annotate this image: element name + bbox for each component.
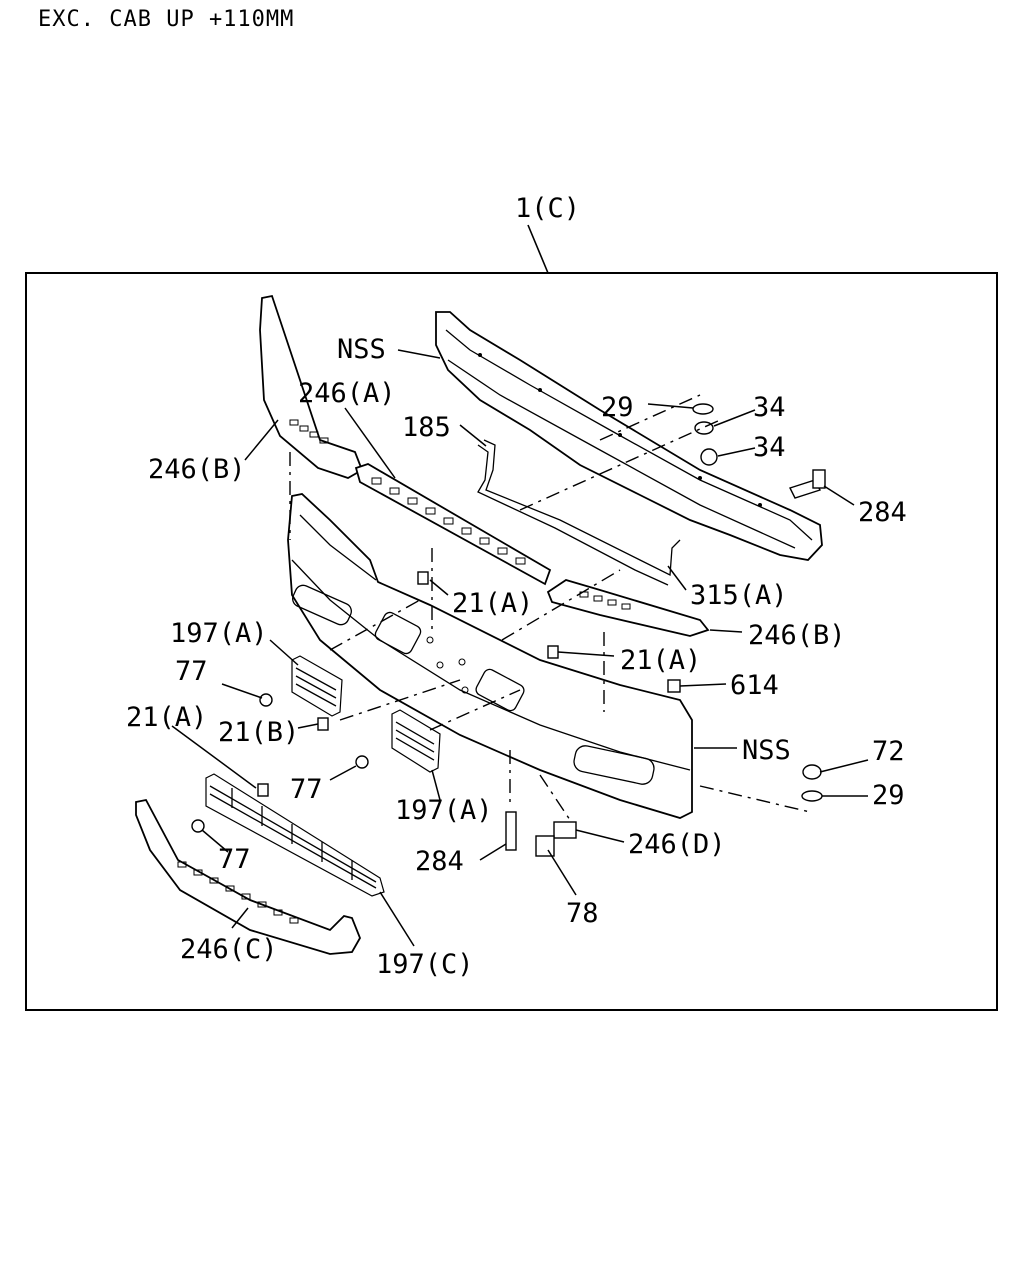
callout-185: 185 (402, 412, 451, 443)
callout-77-mid: 77 (290, 774, 323, 805)
callout-21a-center: 21(A) (452, 588, 533, 619)
callout-29-top: 29 (601, 392, 634, 423)
lower-spoiler-246c (135, 798, 361, 955)
screw-77-top (259, 693, 273, 707)
lower-grille-197c (205, 773, 385, 897)
callout-315a: 315(A) (690, 580, 788, 611)
callout-77-low: 77 (218, 844, 251, 875)
callout-246a: 246(A) (298, 378, 396, 409)
nut-21a-left (257, 783, 269, 797)
callout-197a-bottom: 197(A) (395, 795, 493, 826)
callout-197a-top: 197(A) (170, 618, 268, 649)
callout-72: 72 (872, 736, 905, 767)
callout-nss-right: NSS (742, 735, 791, 766)
upper-reinforcement-bar (435, 311, 823, 561)
washer-29-bottom (801, 790, 823, 802)
bracket-185 (477, 439, 681, 586)
callout-246b-left: 246(B) (148, 454, 246, 485)
assembly-frame (25, 272, 998, 1011)
nut-21b (317, 717, 329, 731)
callout-21a-left: 21(A) (126, 702, 207, 733)
callout-246d: 246(D) (628, 829, 726, 860)
callout-34-a: 34 (753, 392, 786, 423)
bolt-284-bottom (505, 811, 517, 851)
bracket-78 (535, 835, 555, 857)
callout-284-bottom: 284 (415, 846, 464, 877)
grille-strip-246a (354, 463, 552, 586)
callout-246b-right: 246(B) (748, 620, 846, 651)
grille-197a-lower (391, 709, 441, 773)
screw-77-mid (355, 755, 369, 769)
header-note: EXC. CAB UP +110MM (38, 7, 294, 32)
garnish-246b-right (546, 579, 710, 637)
callout-labels: NSS 246(A) 246(B) 185 29 34 34 284 315(A… (126, 334, 907, 980)
nut-21a-right (547, 645, 559, 659)
callout-246c: 246(C) (180, 934, 278, 965)
callout-77-top: 77 (175, 656, 208, 687)
grille-197a-upper (291, 655, 343, 717)
washer-29-top (692, 403, 714, 415)
callout-21b: 21(B) (218, 717, 299, 748)
callout-34-b: 34 (753, 432, 786, 463)
callout-197c: 197(C) (376, 949, 474, 980)
main-bumper (287, 493, 693, 819)
callout-78: 78 (566, 898, 599, 929)
nut-72 (802, 764, 822, 780)
bolt-284-head (812, 469, 826, 489)
nut-21a-center (417, 571, 429, 585)
assembly-centerlines (289, 394, 811, 821)
bracket-246d (553, 821, 577, 839)
assembly-label: 1(C) (515, 193, 580, 224)
assembly-leader (527, 224, 549, 274)
callout-614: 614 (730, 670, 779, 701)
leader-lines (171, 349, 869, 947)
garnish-246b-left (259, 294, 364, 479)
nut-34-b (700, 448, 718, 466)
clip-614 (667, 679, 681, 693)
screw-77-low (191, 819, 205, 833)
callout-284-right: 284 (858, 497, 907, 528)
callout-29-bottom: 29 (872, 780, 905, 811)
fasteners (191, 403, 826, 857)
callout-nss-top: NSS (337, 334, 386, 365)
callout-21a-right: 21(A) (620, 645, 701, 676)
